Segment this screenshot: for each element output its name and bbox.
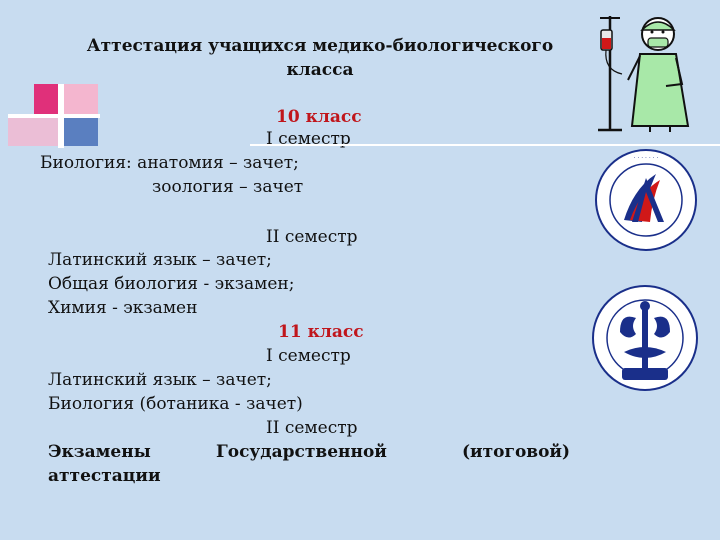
g10-sem2-item-2: Общая биология - экзамен; [48,274,295,294]
final-word-state: Государственной [216,442,387,462]
grade-11-semester-2-heading: II семестр [266,418,358,438]
g10-sem2-item-1: Латинский язык – зачет; [48,250,272,270]
g11-sem1-item-2: Биология (ботаника - зачет) [48,394,303,414]
doctor-iv-drip-icon [598,16,690,132]
grade-10-semester-2-heading: II семестр [266,227,358,247]
g10-sem1-item-2: зоология – зачет [152,177,304,197]
grade-11-heading: 11 класс [278,322,364,342]
title-line-2: класса [286,60,354,80]
page-title: Аттестация учащихся медико-биологическог… [40,34,600,82]
g11-sem1-item-1: Латинский язык – зачет; [48,370,272,390]
medical-university-emblem: · · · · · · · [595,149,697,251]
g10-sem2-item-3: Химия - экзамен [48,298,198,318]
iso-9001-emblem [592,285,698,391]
decorative-squares [8,84,104,154]
title-line-1: Аттестация учащихся медико-биологическог… [86,36,554,56]
grade-10-semester-1-heading: I семестр [266,129,351,149]
final-word-final: (итоговой) [462,442,571,462]
grade-11-semester-1-heading: I семестр [266,346,351,366]
g10-sem1-item-1: Биология: анатомия – зачет; [40,153,299,173]
divider-line [250,144,720,146]
svg-text:· · · · · · ·: · · · · · · · [634,155,659,162]
grade-10-heading: 10 класс [276,107,362,127]
final-word-exams: Экзамены [48,442,151,462]
final-word-attestation: аттестации [48,466,161,486]
